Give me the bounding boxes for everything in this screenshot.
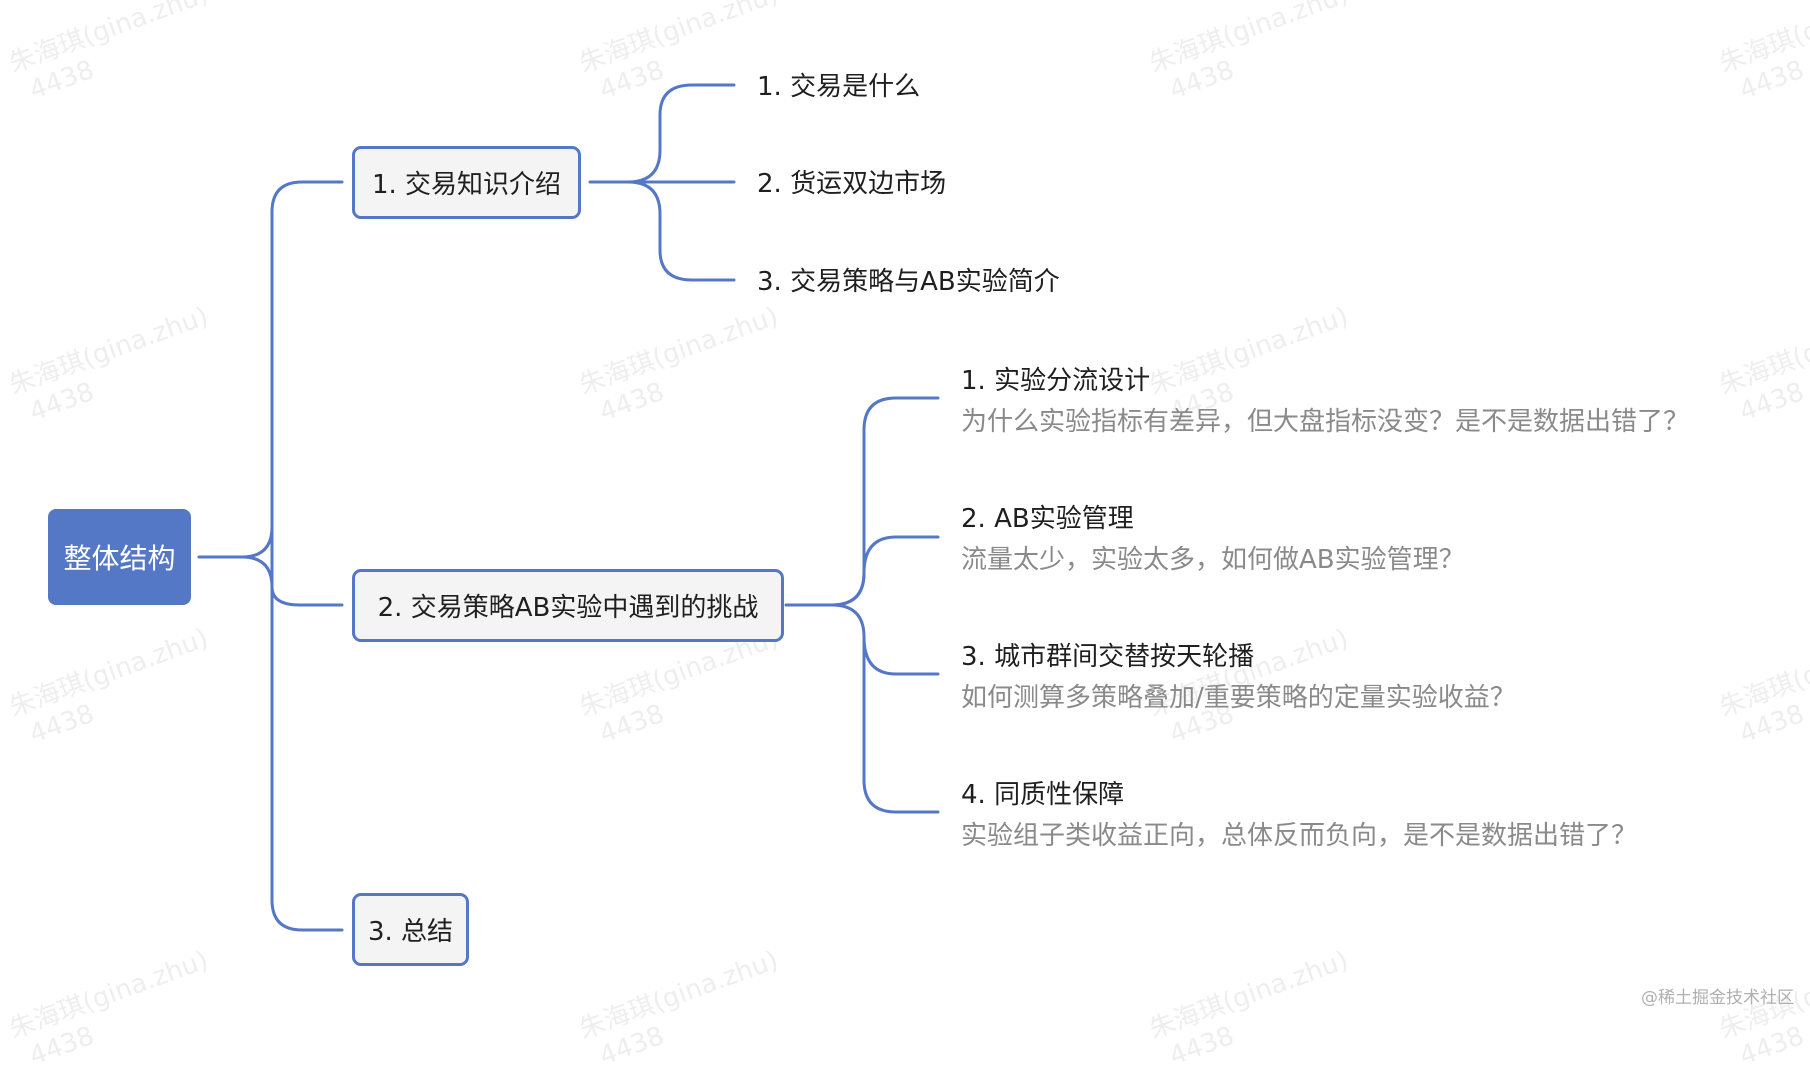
- leaf-1-3-title: 3. 交易策略与AB实验简介: [757, 267, 1060, 297]
- link-root-trunk-lower: [270, 525, 344, 932]
- branch-node-1[interactable]: 1. 交易知识介绍: [352, 146, 581, 219]
- leaf-2-3-desc: 如何测算多策略叠加/重要策略的定量实验收益？: [961, 683, 1516, 713]
- root-node[interactable]: 整体结构: [48, 509, 191, 605]
- leaf-1-1[interactable]: 1. 交易是什么: [757, 70, 920, 104]
- leaf-2-2-desc: 流量太少，实验太多，如何做AB实验管理？: [961, 545, 1465, 575]
- link-branch-1-child-1: [588, 83, 736, 184]
- leaf-2-4-title: 4. 同质性保障: [961, 780, 1125, 810]
- connector-lines: [197, 83, 940, 932]
- leaf-1-2[interactable]: 2. 货运双边市场: [757, 167, 946, 201]
- link-branch-1-child-3: [626, 180, 736, 282]
- footer-credit: @稀土掘金技术社区: [1641, 988, 1794, 1008]
- branch-node-2-label: 2. 交易策略AB实验中遇到的挑战: [377, 593, 759, 623]
- leaf-2-1-desc: 为什么实验指标有差异，但大盘指标没变？是不是数据出错了？: [961, 407, 1690, 437]
- leaf-1-1-title: 1. 交易是什么: [757, 72, 921, 102]
- link-root-trunk: [197, 180, 344, 559]
- leaf-2-1-title: 1. 实验分流设计: [961, 366, 1151, 396]
- leaf-2-4[interactable]: 4. 同质性保障 实验组子类收益正向，总体反而负向，是不是数据出错了？: [961, 778, 1637, 853]
- leaf-1-3[interactable]: 3. 交易策略与AB实验简介: [757, 265, 1060, 299]
- leaf-2-2-title: 2. AB实验管理: [961, 504, 1134, 534]
- leaf-1-2-title: 2. 货运双边市场: [757, 169, 947, 199]
- link-branch-2-child-3: [830, 603, 940, 676]
- leaf-2-1[interactable]: 1. 实验分流设计 为什么实验指标有差异，但大盘指标没变？是不是数据出错了？: [961, 364, 1689, 439]
- branch-node-3-label: 3. 总结: [367, 917, 454, 947]
- link-branch-2-child-2: [830, 535, 940, 607]
- branch-node-1-label: 1. 交易知识介绍: [371, 170, 562, 200]
- link-branch-2-child-4: [862, 635, 940, 814]
- leaf-2-3-title: 3. 城市群间交替按天轮播: [961, 642, 1255, 672]
- root-node-label: 整体结构: [63, 542, 176, 575]
- leaf-2-3[interactable]: 3. 城市群间交替按天轮播 如何测算多策略叠加/重要策略的定量实验收益？: [961, 640, 1516, 715]
- link-root-branch-2: [240, 555, 344, 607]
- leaf-2-2[interactable]: 2. AB实验管理 流量太少，实验太多，如何做AB实验管理？: [961, 502, 1465, 577]
- link-branch-2-child-1: [784, 396, 940, 607]
- branch-node-3[interactable]: 3. 总结: [352, 893, 469, 966]
- branch-node-2[interactable]: 2. 交易策略AB实验中遇到的挑战: [352, 569, 784, 642]
- leaf-2-4-desc: 实验组子类收益正向，总体反而负向，是不是数据出错了？: [961, 821, 1638, 851]
